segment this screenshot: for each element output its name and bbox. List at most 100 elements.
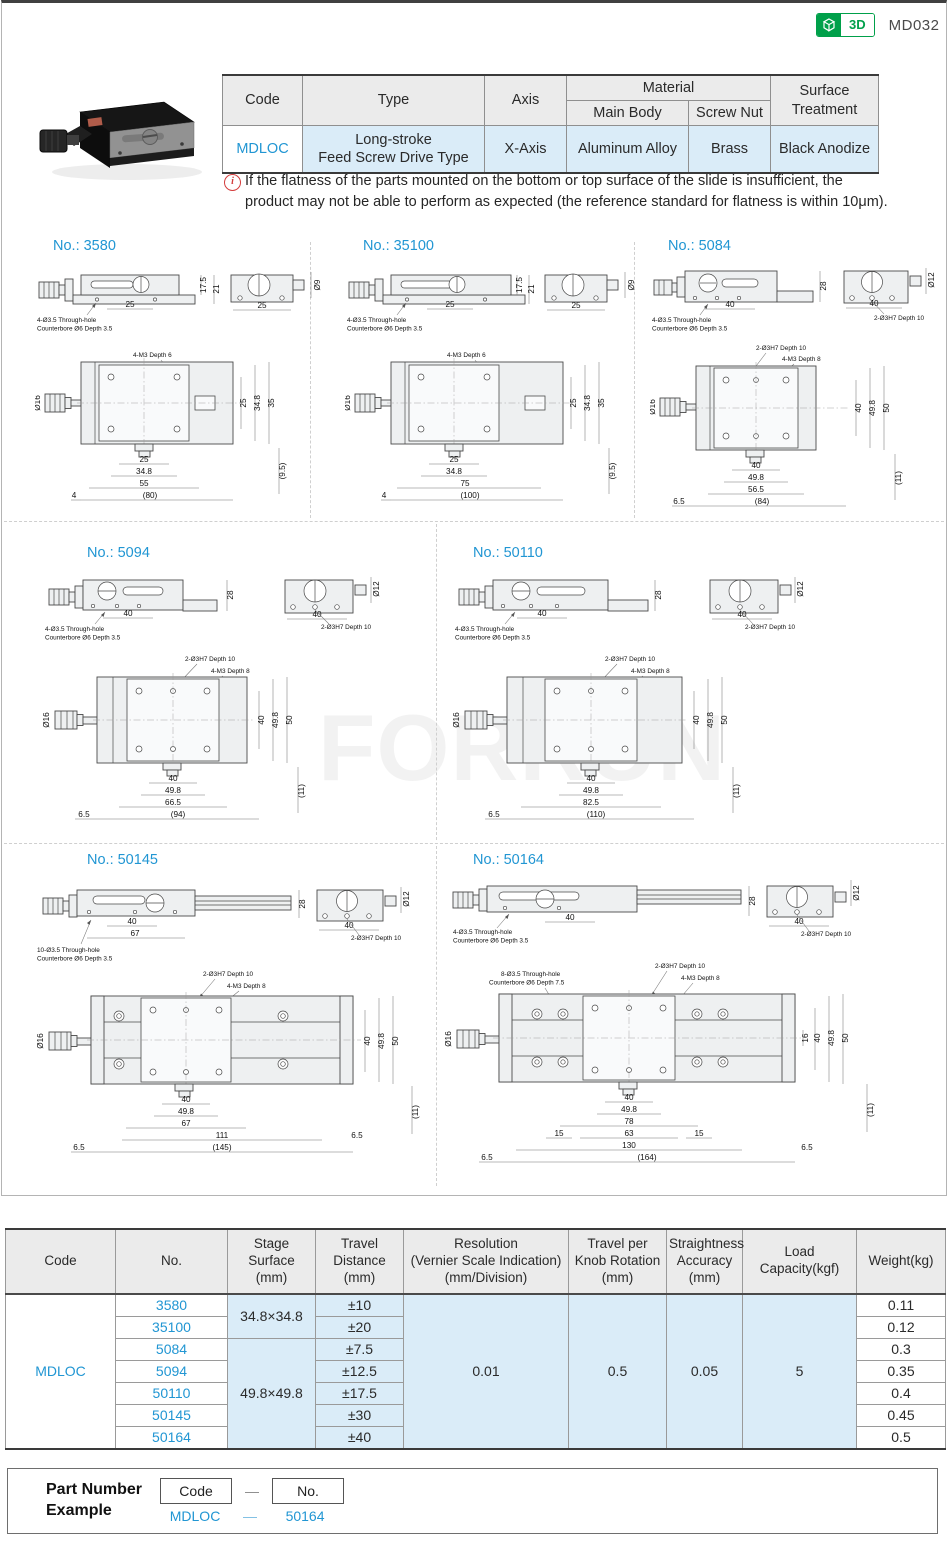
dim-label: Ø16 [42,712,51,728]
spec-row: 50145 ±30 0.45 [6,1403,946,1427]
dim-label: 34.8 [583,395,592,411]
spec-weight: 0.5 [856,1425,946,1450]
dim-label: 40 [565,913,575,922]
dim-label: 40 [751,461,761,470]
drawing-title: No.: 3580 [53,238,116,254]
side-view: 28 40 4-Ø3.5 Through-hole Counterbore Ø6… [45,579,235,642]
dim-label: 25 [569,398,578,408]
spec-weight: 0.11 [856,1293,946,1317]
spec-weight: 0.3 [856,1337,946,1361]
dim-label: 40 [586,774,596,783]
drawing-panel-5094: No.: 5094 28 40 4-Ø3.5 Through-hole Coun… [35,545,440,838]
plan-view: 2-Ø3H7 Depth 10 4-M3 Depth 8 Ø16 40 [452,656,741,820]
dim-label: 34.8 [136,467,152,476]
dim-label: 28 [226,590,235,600]
dim-label: 66.5 [165,798,181,807]
content-frame [1,0,947,1196]
hole-note: Counterbore Ø6 Depth 3.5 [37,326,113,333]
pin-note: 2-Ø3H7 Depth 10 [203,971,254,978]
dim-label: Ø12 [852,885,861,901]
end-view: Ø12 40 2-Ø3H7 Depth 10 [843,268,936,322]
spec-travel: ±10 [315,1293,404,1317]
dim-label: 28 [654,590,663,600]
spec-no[interactable]: 5094 [115,1359,228,1383]
dim-label: Ø16 [445,1031,453,1047]
side-view: 28 40 4-Ø3.5 Through-hole Counterbore Ø6… [452,885,757,945]
dim-label: 40 [692,715,701,725]
dim-label: 35 [597,398,606,408]
dim-label: 6.5 [801,1143,813,1152]
dim-label: 40 [737,610,747,619]
spec-no[interactable]: 50164 [115,1425,228,1450]
tap-note: 4-M3 Depth 8 [631,668,670,675]
col-header-type: Type [302,74,485,126]
dim-label: 28 [819,281,828,291]
spec-no[interactable]: 35100 [115,1315,228,1339]
dim-label: 56.5 [748,485,764,494]
dim-label: 130 [622,1141,636,1150]
tap-note: 4-M3 Depth 6 [133,352,172,359]
dim-label: 21 [212,284,221,294]
divider [4,843,944,844]
col-header-surface: Surface Treatment [770,74,879,126]
part-number-structure: Code — No. MDLOC — 50164 [160,1478,345,1524]
dim-label: 40 [344,921,354,930]
product-photo-image [39,101,202,180]
drawing-panel-50164: No.: 50164 28 40 4-Ø3.5 Through-hole Cou… [444,852,900,1177]
plan-view: 2-Ø3H7 Depth 10 4-M3 Depth 8 Ø16 40 [42,656,306,820]
pin-note: 2-Ø3H7 Depth 10 [351,935,402,942]
spec-col-travel: Travel Distance (mm) [315,1228,404,1295]
end-view: Ø12 40 2-Ø3H7 Depth 10 [284,577,381,631]
dim-label: 40 [123,609,133,618]
dim-label: (11) [297,784,306,798]
spec-no[interactable]: 50110 [115,1381,228,1405]
spec-no[interactable]: 3580 [115,1293,228,1317]
product-info-table: Code Type Axis Material Surface Treatmen… [222,74,879,174]
dim-label: 49.8 [621,1105,637,1114]
divider [436,524,437,840]
header-right: 3D MD032 [816,13,939,37]
end-view: Ø12 40 2-Ø3H7 Depth 10 [316,887,411,942]
end-view: 25 Ø9 [230,272,322,311]
dim-label: Ø16 [452,712,461,728]
spec-row: 50164 ±40 0.5 [6,1425,946,1450]
technical-drawing: 25 17.5 21 4-Ø3.5 Through-hole Counterbo… [33,272,322,501]
dim-label: 40 [725,300,735,309]
tap-note: 4-M3 Depth 8 [227,983,266,990]
dim-label: 49.8 [706,712,715,728]
page-code: MD032 [888,16,940,34]
dim-label: 6.5 [351,1131,363,1140]
dim-label: (11) [411,1105,420,1119]
spec-no[interactable]: 5084 [115,1337,228,1361]
drawing-panel-3580: No.: 3580 25 17.5 21 4-Ø3.5 Through-hole [33,238,335,515]
dim-label: 49.8 [868,400,877,416]
pin-note: 2-Ø3H7 Depth 10 [185,656,236,663]
dim-label: 67 [130,929,140,938]
spec-col-no: No. [115,1228,228,1295]
spec-weight: 0.45 [856,1403,946,1427]
hole-note: Counterbore Ø6 Depth 3.5 [347,326,423,333]
hole-note: 4-Ø3.5 Through-hole [455,626,515,633]
col-header-code: Code [222,74,303,126]
code-value: MDLOC [169,1508,221,1524]
product-code: MDLOC [222,125,303,174]
dim-label: (11) [866,1103,875,1117]
drawing-title: No.: 50164 [473,852,544,868]
spec-travel: ±12.5 [315,1359,404,1383]
pin-note: 2-Ø3H7 Depth 10 [756,345,807,352]
spec-no[interactable]: 50145 [115,1403,228,1427]
product-photo [32,74,217,191]
dim-label: 50 [720,715,729,725]
dim-label: 40 [854,403,863,413]
dim-label: (100) [460,491,479,500]
dim-label: 6.5 [481,1153,493,1162]
drawing-panel-50110: No.: 50110 28 40 4-Ø3.5 Through-hole Cou… [445,545,870,838]
divider [436,846,437,1186]
dim-label: 25 [139,455,149,464]
spec-code[interactable]: MDLOC [5,1293,116,1450]
code-box: Code [160,1478,233,1504]
spec-col-weight: Weight(kg) [856,1228,946,1295]
spec-col-stage: Stage Surface (mm) [227,1228,316,1295]
view-3d-button[interactable]: 3D [816,13,875,37]
hole-note: 4-Ø3.5 Through-hole [453,929,513,936]
